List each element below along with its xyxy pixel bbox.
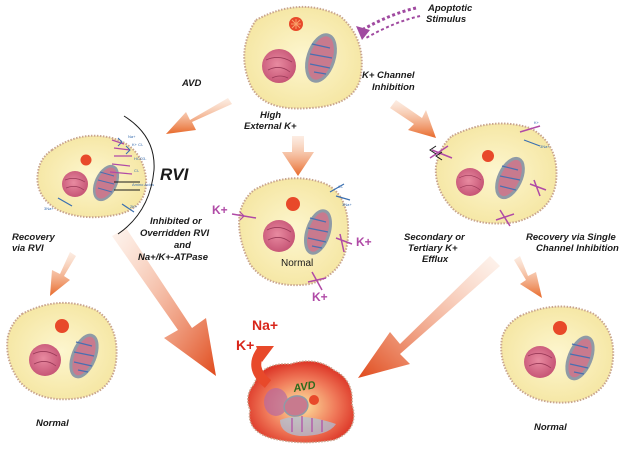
svg-text:Amino Acids: Amino Acids: [132, 182, 154, 187]
arrow-top-left: [166, 98, 232, 134]
label-secondary-tertiary: Secondary or Tertiary K+ Efflux: [404, 232, 466, 265]
golgi-spot: [289, 17, 303, 31]
label-inhibited-line1: Inhibited or: [150, 216, 203, 227]
svg-text:K+ Cl-: K+ Cl-: [132, 142, 144, 147]
label-high-line2: External K+: [244, 121, 297, 132]
label-high-external-k: High External K+: [244, 110, 297, 132]
svg-text:Na+: Na+: [128, 134, 136, 139]
label-recovery-rvi-line2: via RVI: [12, 243, 44, 254]
label-inhibited-line2: Overridden RVI: [140, 228, 210, 239]
nucleus: [262, 49, 296, 83]
cell-center: Cl- 3Na+: [231, 177, 352, 291]
label-inhibited-line4: Na+/K+-ATPase: [138, 252, 209, 263]
label-avd: AVD: [181, 78, 201, 89]
label-secondary-line1: Secondary or: [404, 232, 466, 243]
arrow-right-down: [514, 256, 542, 298]
ion-na: Na+: [252, 317, 278, 333]
cell-top: [243, 6, 363, 110]
label-k-channel-inhibition: K+ Channel Inhibition: [362, 70, 415, 93]
label-recovery-rvi-line1: Recovery: [12, 232, 55, 243]
apoptotic-stimulus-arrow: [356, 6, 421, 40]
ion-k-center-bottom: K+: [312, 290, 328, 304]
transporters-left: Na+ K+ Cl- HCO3- Cl- Amino Acids 3Na+ 2K…: [44, 134, 154, 213]
label-recovery-single-line1: Recovery via Single: [526, 232, 616, 243]
cell-dying: [247, 346, 355, 444]
label-secondary-line2: Tertiary K+: [408, 243, 458, 254]
label-k-channel-line1: K+ Channel: [362, 70, 415, 81]
arrow-big-left: [112, 228, 216, 376]
ion-k-center-right: K+: [356, 235, 372, 249]
rvi-bracket: [117, 115, 155, 235]
label-k-channel-line2: Inhibition: [372, 82, 415, 93]
svg-text:3Na+: 3Na+: [540, 144, 550, 149]
arrow-left-down: [50, 252, 76, 296]
cell-right: K+ 3Na+: [429, 120, 558, 227]
svg-text:3Na+: 3Na+: [342, 202, 352, 207]
label-inhibited-line3: and: [174, 240, 191, 251]
label-recovery-via-rvi: Recovery via RVI: [12, 232, 55, 254]
transporters-center: Cl- 3Na+: [231, 183, 352, 291]
label-apoptotic-line2: Stimulus: [426, 14, 466, 25]
cell-bottom-left: [6, 301, 118, 401]
ion-k: K+: [236, 337, 254, 353]
svg-text:3Na+: 3Na+: [44, 206, 54, 211]
label-normal-center: Normal: [281, 258, 313, 269]
label-inhibited-rvi: Inhibited or Overridden RVI and Na+/K+-A…: [138, 216, 210, 263]
cell-left: Na+ K+ Cl- HCO3- Cl- Amino Acids 3Na+ 2K…: [36, 115, 155, 235]
svg-text:Cl-: Cl-: [338, 184, 344, 189]
svg-text:2K+: 2K+: [130, 204, 138, 209]
label-recovery-single-line2: Channel Inhibition: [536, 243, 619, 254]
label-apoptotic-stimulus: Apoptotic Stimulus: [426, 3, 473, 25]
label-recovery-single-channel: Recovery via Single Channel Inhibition: [526, 232, 619, 254]
arrow-top-center: [282, 136, 314, 176]
cell-bottom-right: [500, 305, 615, 404]
ion-k-center-left: K+: [212, 203, 228, 217]
transporters-right: K+ 3Na+: [429, 120, 550, 227]
arrow-top-right: [390, 100, 436, 138]
label-rvi: RVI: [160, 165, 190, 184]
label-avd-in-cell: AVD: [291, 379, 316, 395]
label-normal-right: Normal: [534, 422, 567, 433]
label-apoptotic-line1: Apoptotic: [427, 3, 473, 14]
mitochondrion: [305, 33, 337, 83]
svg-text:Cl-: Cl-: [134, 168, 140, 173]
arrow-big-right: [358, 256, 500, 378]
svg-text:HCO3-: HCO3-: [134, 156, 147, 161]
label-secondary-line3: Efflux: [422, 254, 449, 265]
svg-text:K+: K+: [534, 120, 540, 125]
label-normal-left: Normal: [36, 418, 69, 429]
label-high-line1: High: [260, 110, 281, 121]
